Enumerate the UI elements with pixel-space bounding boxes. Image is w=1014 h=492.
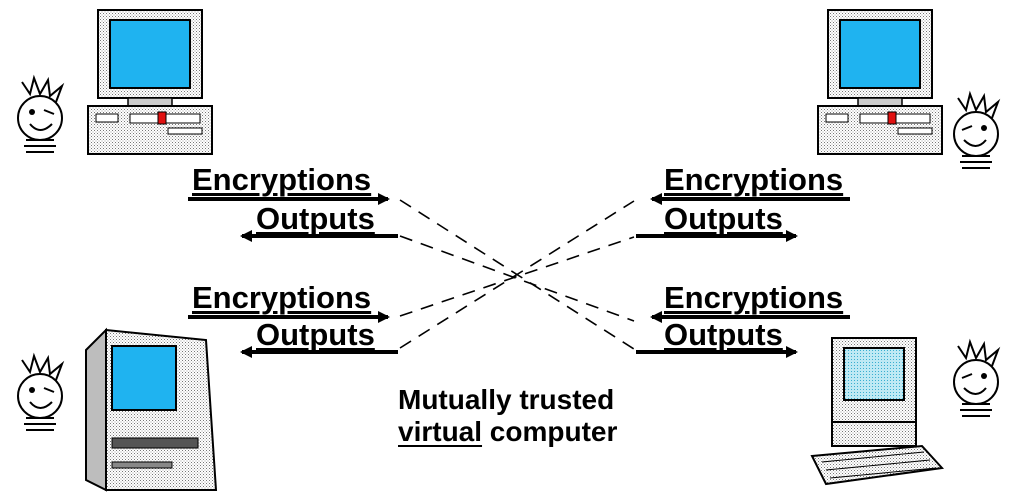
caption-line-2-rest: computer bbox=[482, 416, 618, 447]
label-outputs-top-right: Outputs bbox=[664, 201, 783, 236]
virtual-computer-caption: Mutually trusted virtual computer bbox=[398, 384, 617, 448]
arrows bbox=[188, 193, 850, 358]
label-encryptions-top-left: Encryptions bbox=[192, 162, 372, 197]
label-encryptions-bottom-left: Encryptions bbox=[192, 280, 372, 315]
pc-computer-icon bbox=[87, 9, 213, 155]
caption-line-1: Mutually trusted bbox=[398, 384, 615, 415]
label-encryptions-top-right: Encryptions bbox=[664, 162, 844, 197]
person-icon bbox=[17, 352, 65, 431]
person-icon bbox=[953, 338, 1001, 417]
person-icon bbox=[17, 74, 65, 153]
mac-desktop-computer-icon bbox=[810, 337, 945, 486]
caption-virtual-word: virtual bbox=[398, 416, 483, 447]
label-outputs-bottom-right: Outputs bbox=[664, 317, 783, 352]
label-outputs-bottom-left: Outputs bbox=[256, 317, 375, 352]
label-encryptions-bottom-right: Encryptions bbox=[664, 280, 844, 315]
caption-line-2: virtual computer bbox=[398, 416, 617, 448]
label-outputs-top-left: Outputs bbox=[256, 201, 375, 236]
pc-computer-icon bbox=[817, 9, 943, 155]
mac-classic-computer-icon bbox=[85, 327, 218, 492]
virtual-computer-links bbox=[399, 199, 635, 350]
person-icon bbox=[953, 90, 1001, 169]
